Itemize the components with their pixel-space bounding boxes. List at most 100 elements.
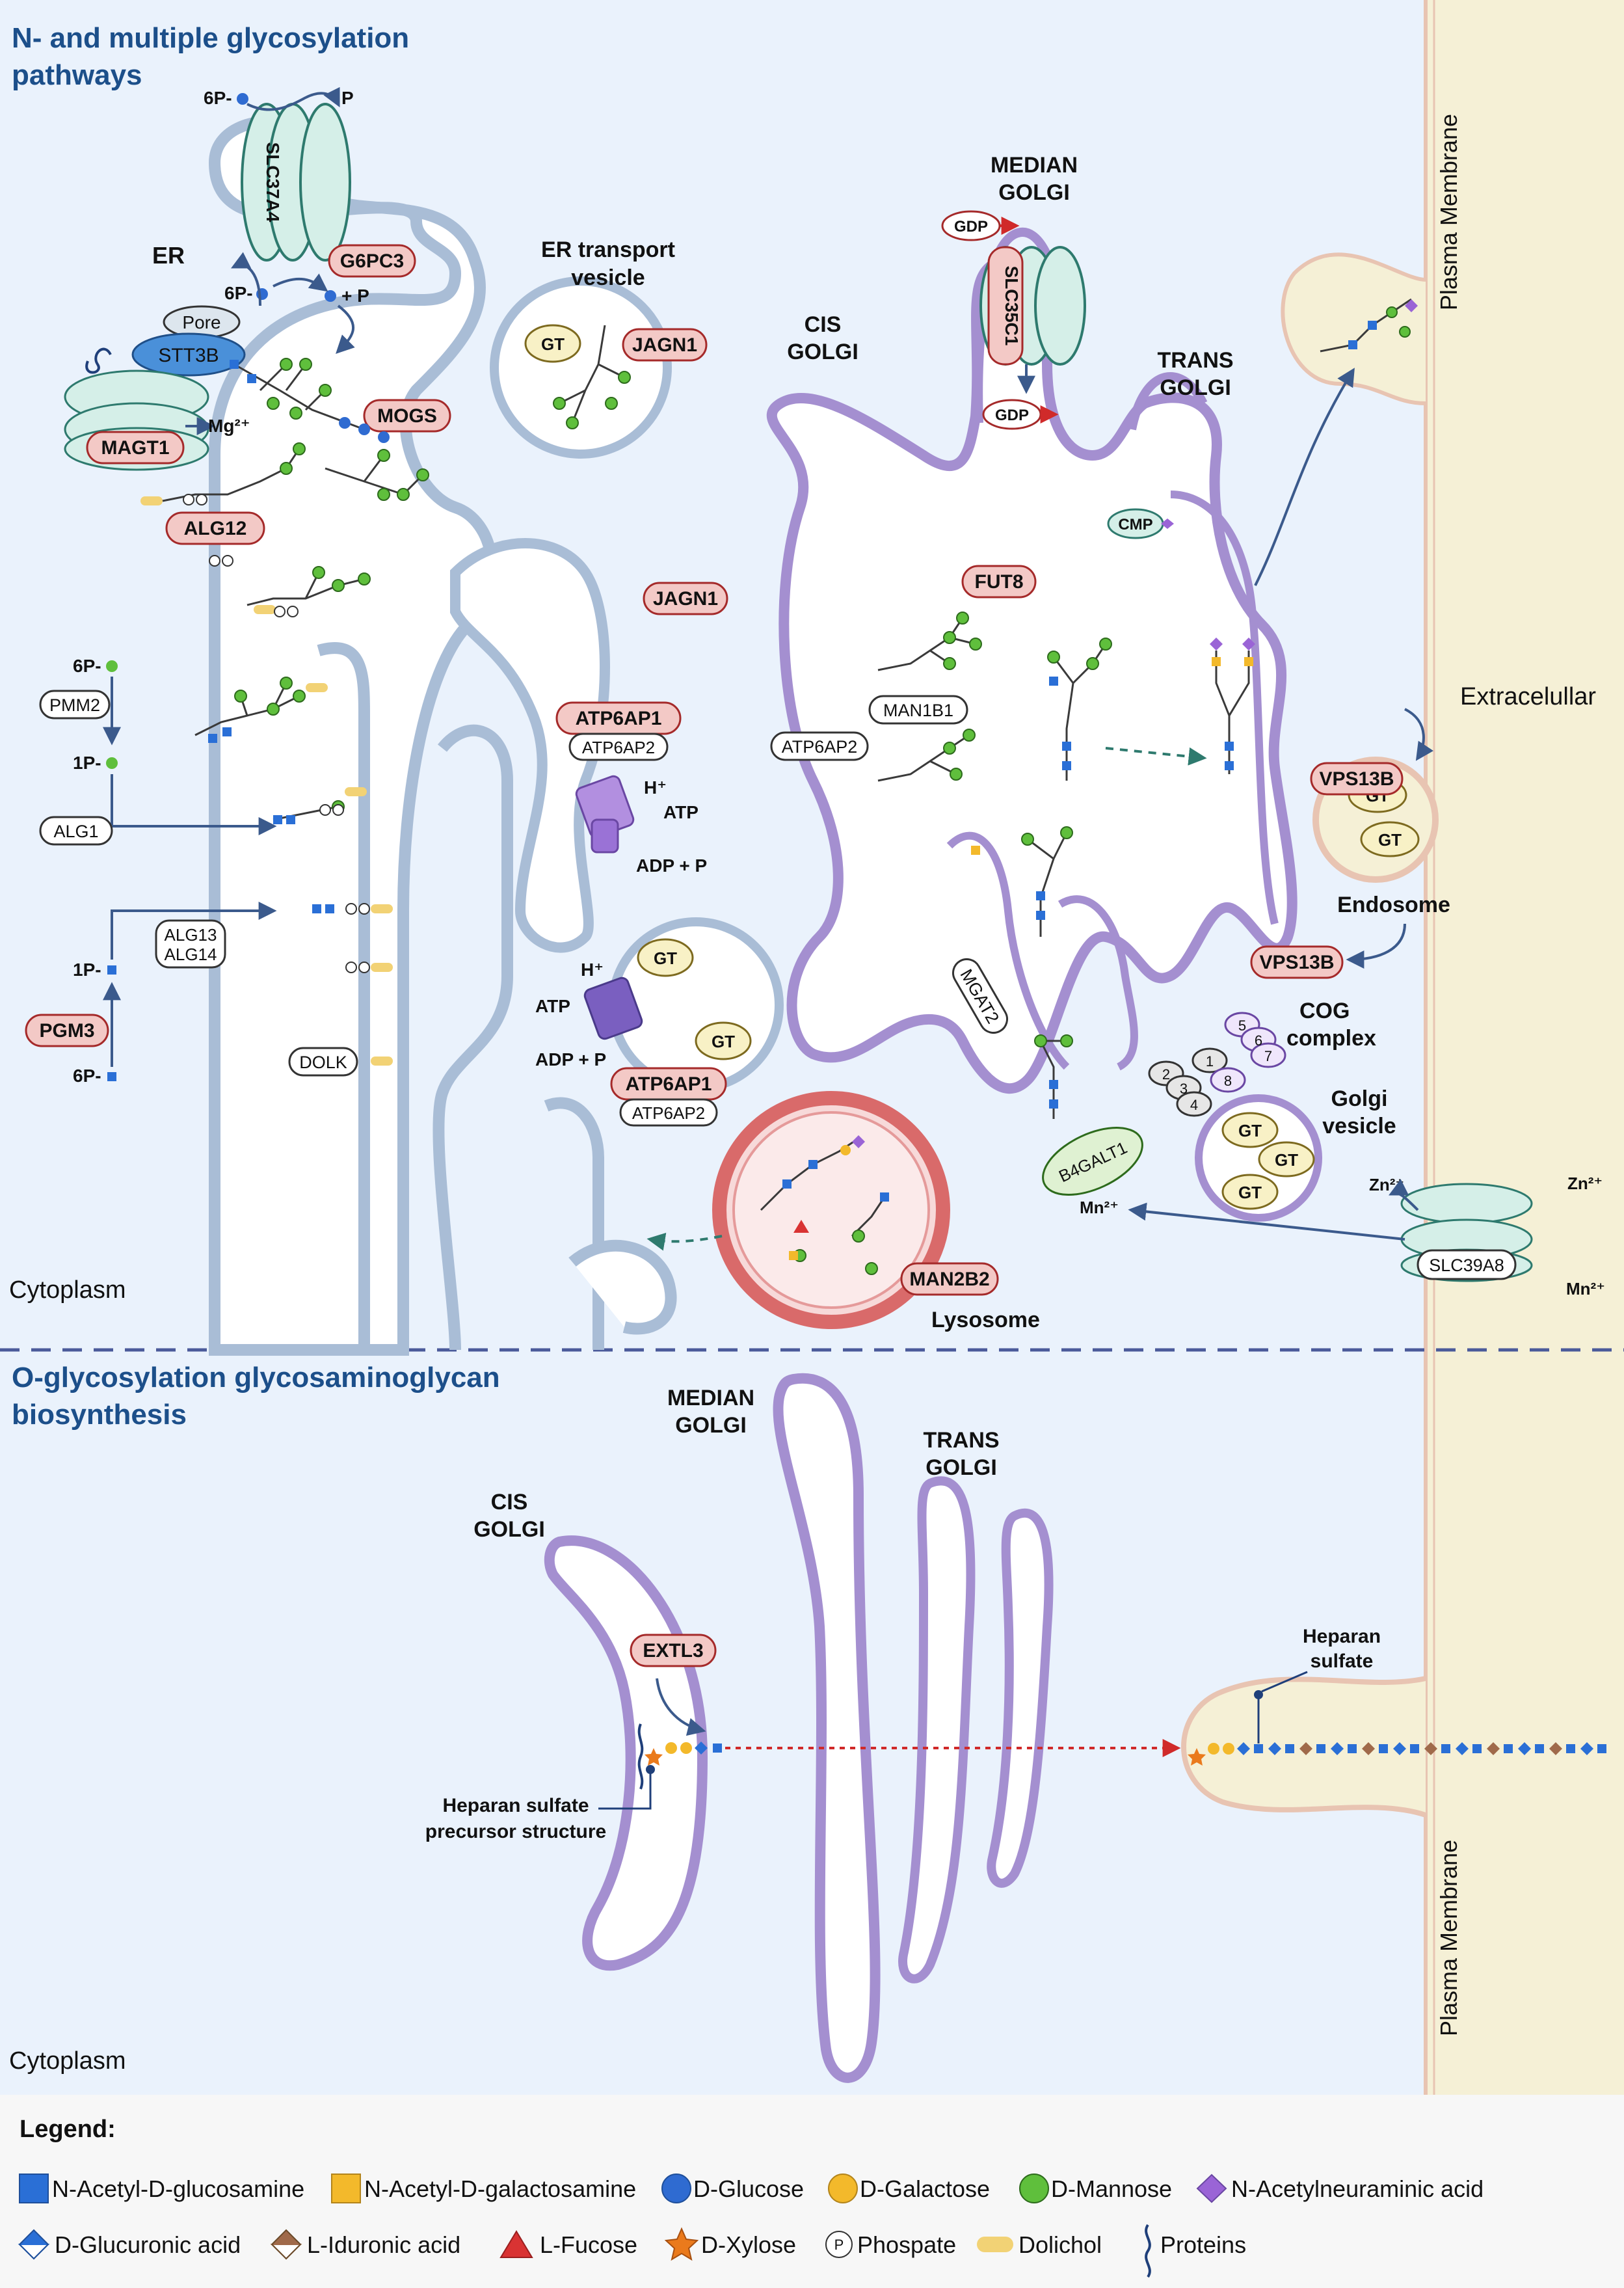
legend-panel xyxy=(0,2095,1624,2288)
extl3-gene: EXTL3 xyxy=(630,1634,717,1667)
mn-label-left: Mn²⁺ xyxy=(1080,1198,1119,1217)
v-atpase-pump-lower xyxy=(583,976,643,1040)
blue-square-icon xyxy=(19,2174,49,2203)
legend-label-neu5ac: N-Acetylneuraminic acid xyxy=(1231,2175,1484,2202)
man2b2-label: MAN2B2 xyxy=(909,1269,989,1290)
v-atpase-pump-upper xyxy=(575,775,635,854)
gt-label-gv1: GT xyxy=(1238,1121,1262,1140)
plasma-membrane-label-bottom: Plasma Membrane xyxy=(1435,1840,1462,2036)
glcnac-icon xyxy=(107,965,116,975)
cog-subunit-4: 4 xyxy=(1190,1097,1198,1113)
slc37a4-transporter: SLC37A4 xyxy=(241,103,351,262)
stt3b-label: STT3B xyxy=(158,345,219,366)
phosphate-circle-icon: P xyxy=(825,2231,853,2258)
brown-split-diamond-icon xyxy=(270,2229,302,2260)
legend-label-idoa: L-Iduronic acid xyxy=(307,2231,460,2258)
vps13b-gene-golgi: VPS13B xyxy=(1250,945,1344,979)
slc35c1-transporter: SLC35C1 xyxy=(979,246,1086,366)
mannose-icon xyxy=(106,757,118,769)
atp-label-upper: ATP xyxy=(663,802,699,822)
phosphate-glyph: P xyxy=(834,2237,844,2253)
mogs-label: MOGS xyxy=(377,405,437,427)
cog-complex: 2 3 4 1 5 6 7 8 xyxy=(1148,1012,1286,1117)
cog-subunit-5: 5 xyxy=(1238,1017,1246,1034)
yellow-square-icon xyxy=(331,2174,361,2203)
cis-golgi-label-1: CIS xyxy=(805,312,842,337)
lysosome-label: Lysosome xyxy=(931,1308,1040,1332)
atp6ap2-label-golgi: ATP6AP2 xyxy=(782,737,858,757)
glcnac-icon xyxy=(107,1072,116,1081)
plasma-membrane-band xyxy=(1426,0,1624,2095)
purple-diamond-icon xyxy=(1196,2174,1227,2203)
atp6ap1-label-upper: ATP6AP1 xyxy=(576,708,662,729)
gt-label-sv1: GT xyxy=(654,949,677,968)
gdp-label-inside: GDP xyxy=(995,407,1029,424)
slc39a8-label: SLC39A8 xyxy=(1429,1256,1504,1275)
blue-circle-icon xyxy=(661,2174,691,2203)
man2b2-gene: MAN2B2 xyxy=(900,1262,999,1296)
pmm2-label: PMM2 xyxy=(49,695,100,715)
median-golgi-bottom-1: MEDIAN xyxy=(667,1386,754,1410)
mg-label: Mg²⁺ xyxy=(208,416,250,436)
red-triangle-icon xyxy=(499,2230,533,2258)
cog-subunit-6: 6 xyxy=(1255,1032,1262,1049)
legend-title: Legend: xyxy=(20,2116,116,2143)
gt-label-gv3: GT xyxy=(1238,1183,1262,1202)
gdp-top: GDP xyxy=(941,210,1001,241)
cytoplasm-label-top: Cytoplasm xyxy=(9,1276,126,1304)
legend-label-dolichol: Dolichol xyxy=(1018,2231,1102,2258)
legend-label-galactose: D-Galactose xyxy=(860,2175,990,2202)
mannose-icon xyxy=(106,660,118,672)
gdp-inside: GDP xyxy=(982,399,1042,430)
er-vesicle-label-2: vesicle xyxy=(571,265,645,290)
section-title-top-1: N- and multiple glycosylation xyxy=(12,22,409,54)
vps13b-gene-endosome: VPS13B xyxy=(1310,762,1404,796)
mogs-gene: MOGS xyxy=(363,399,451,433)
jagn1-label-bud: JAGN1 xyxy=(653,588,718,610)
neu5ac-icon xyxy=(1161,518,1174,529)
trans-golgi-bottom-1: TRANS xyxy=(923,1428,999,1453)
b4galt1-enzyme: B4GALT1 xyxy=(1042,1127,1143,1196)
protein-squiggle-icon xyxy=(1145,2224,1151,2278)
cmp-label: CMP xyxy=(1118,516,1152,533)
blue-split-diamond-icon xyxy=(18,2229,50,2260)
alg1-label: ALG1 xyxy=(53,822,98,841)
cog-label-2: complex xyxy=(1286,1026,1376,1051)
cog-label-1: COG xyxy=(1299,999,1350,1023)
atp6ap2-gene-golgi: ATP6AP2 xyxy=(770,731,869,761)
p6-label-glcnac: 6P- xyxy=(73,1066,101,1086)
cytoplasm-label-bottom: Cytoplasm xyxy=(9,2047,126,2075)
alg13-label: ALG13 xyxy=(165,925,217,945)
p1-label-man: 1P- xyxy=(73,753,101,773)
median-golgi-bottom-2: GOLGI xyxy=(675,1413,747,1438)
atp6ap1-label-lower: ATP6AP1 xyxy=(626,1073,712,1095)
plasma-membrane-label-top: Plasma Membrane xyxy=(1435,114,1462,310)
g6pc3-gene: G6PC3 xyxy=(328,244,416,278)
pgm3-label: PGM3 xyxy=(39,1020,94,1042)
heparan-precursor-chain xyxy=(637,1723,722,1790)
legend-label-glcnac: N-Acetyl-D-glucosamine xyxy=(52,2175,304,2202)
p6-label-top: 6P- xyxy=(204,88,232,108)
trans-golgi-label-1: TRANS xyxy=(1157,348,1233,373)
er-transport-vesicle: GT JAGN1 xyxy=(490,276,708,459)
dolk-label: DOLK xyxy=(299,1053,347,1072)
alg12-label: ALG12 xyxy=(184,518,247,539)
precursor-label-1: Heparan sulfate xyxy=(442,1795,589,1816)
legend-label-proteins: Proteins xyxy=(1160,2231,1246,2258)
fut8-gene: FUT8 xyxy=(961,565,1037,599)
gt-label-sv2: GT xyxy=(712,1032,735,1051)
gt-label-vesicle: GT xyxy=(541,334,565,354)
section-title-bottom-2: biosynthesis xyxy=(12,1399,187,1431)
section-title-top-2: pathways xyxy=(12,59,142,91)
jagn1-label-vesicle: JAGN1 xyxy=(632,334,697,356)
man1b1-gene: MAN1B1 xyxy=(868,695,968,725)
p6-label-man: 6P- xyxy=(73,656,101,676)
er-vesicle-label-1: ER transport xyxy=(541,237,675,262)
glucose-icon xyxy=(237,93,248,105)
legend-label-mannose: D-Mannose xyxy=(1051,2175,1172,2202)
dolk-gene: DOLK xyxy=(288,1047,358,1077)
legend-label-phosphate: Phospate xyxy=(857,2231,956,2258)
legend-label-glca: D-Glucuronic acid xyxy=(55,2231,241,2258)
atp6ap2-label-lower: ATP6AP2 xyxy=(632,1103,705,1123)
alg14-label: ALG14 xyxy=(165,945,217,964)
